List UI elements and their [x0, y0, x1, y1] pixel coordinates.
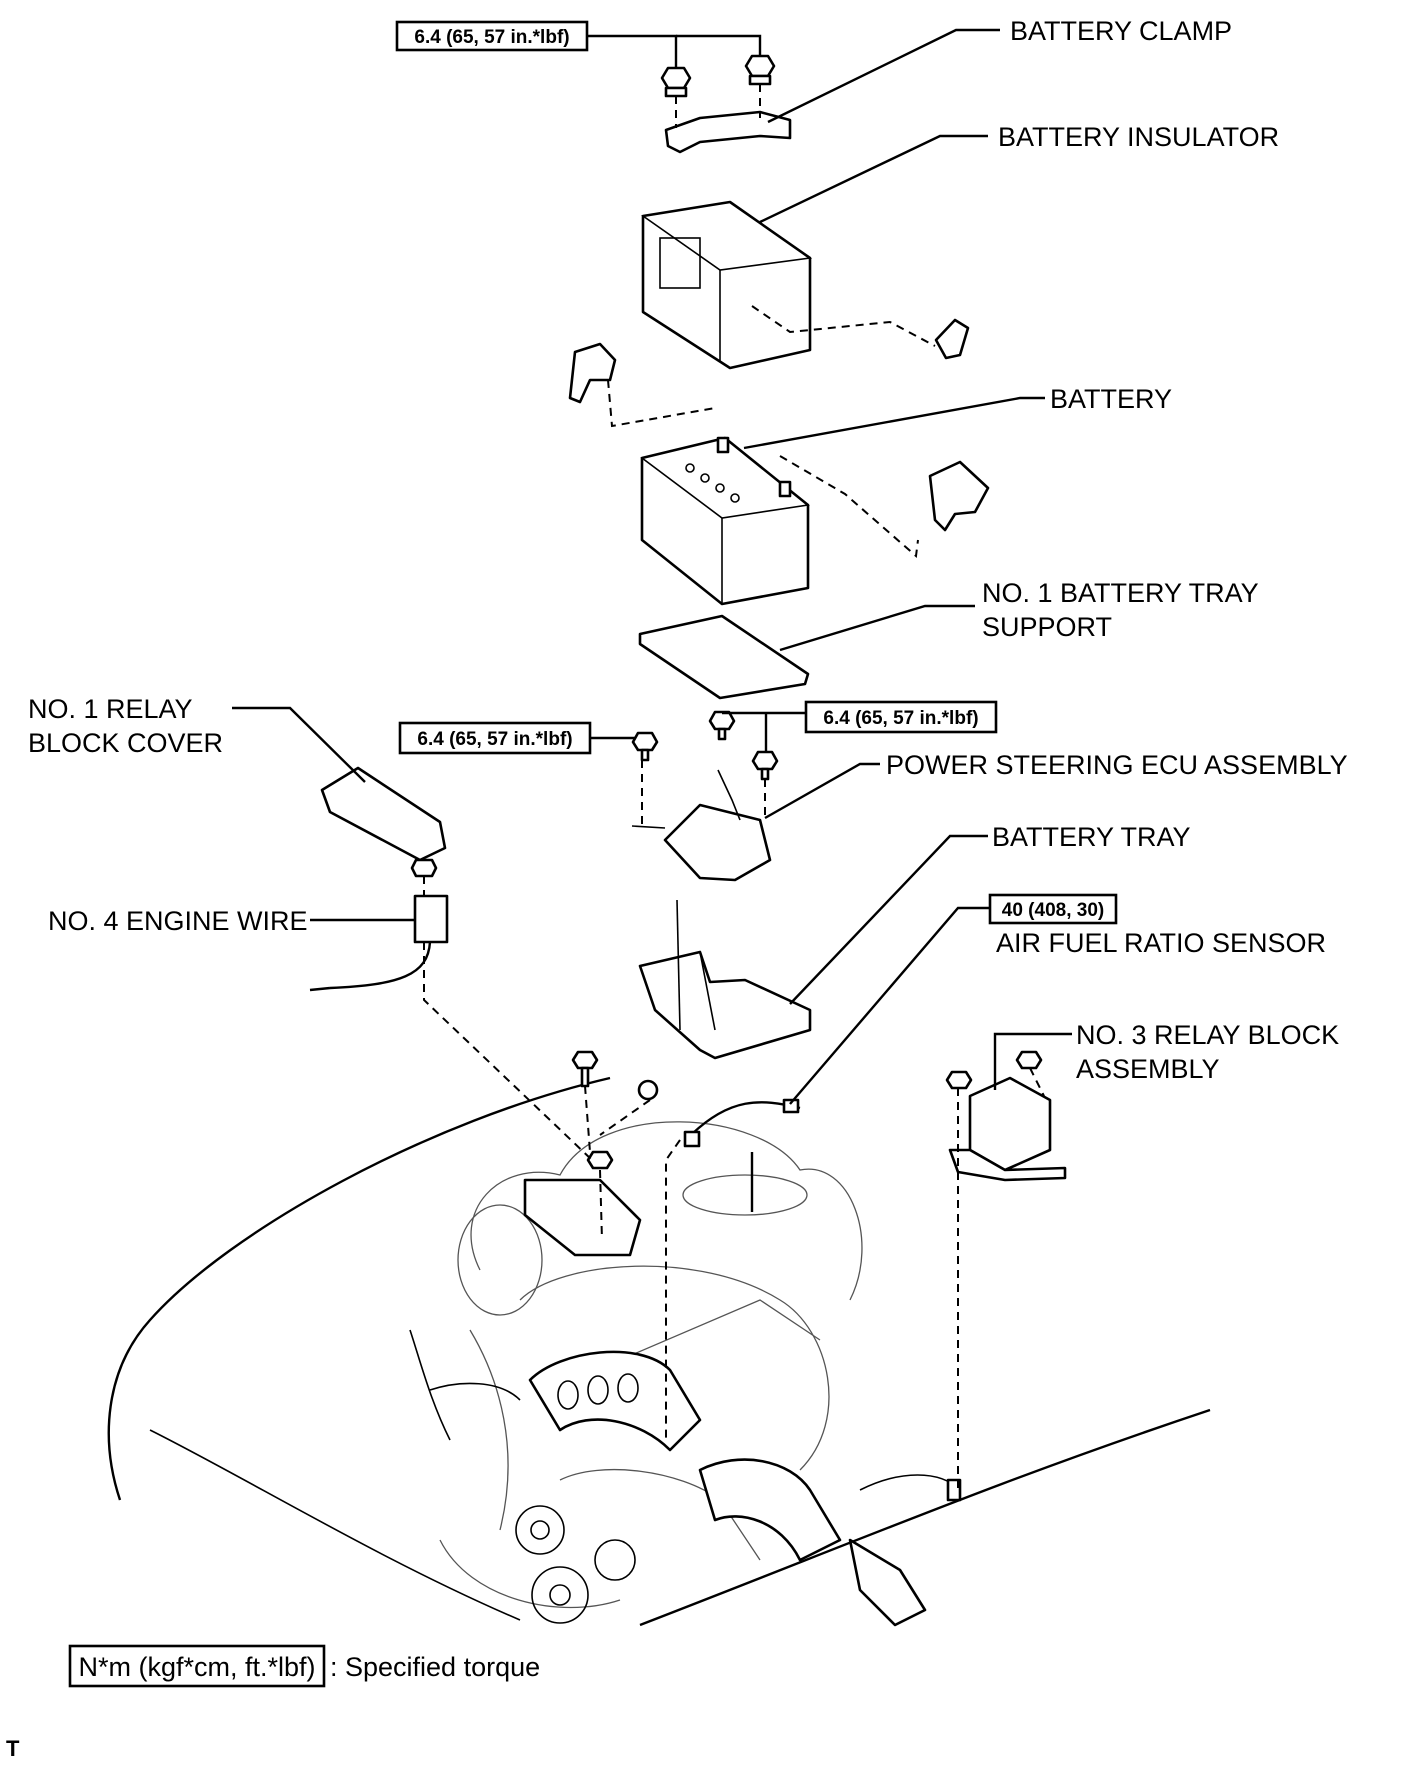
positive-terminal-cover: [928, 460, 990, 532]
engine-compartment-drawing: [107, 1076, 1211, 1627]
torque-spec-clamp: 6.4 (65, 57 in.*lbf): [395, 20, 589, 52]
clamp-nut-left: [660, 66, 692, 98]
label-relay-cover-line2: BLOCK COVER: [28, 728, 223, 758]
engine-wire-part: [309, 858, 449, 992]
label-battery-insulator: BATTERY INSULATOR: [998, 122, 1279, 152]
label-relay-block-line1: NO. 3 RELAY BLOCK: [1076, 1020, 1339, 1050]
torque-spec-af-sensor: 40 (408, 30): [988, 893, 1118, 925]
label-battery-clamp: BATTERY CLAMP: [1010, 16, 1232, 46]
af-sensor-part: [683, 1098, 801, 1148]
insulator-side-connector: [934, 318, 970, 360]
ecu-bolt-left: [631, 731, 659, 762]
relay-block-assembly-part: [945, 1050, 1067, 1182]
battery-insulator-part: [640, 200, 813, 370]
battery-part: [640, 436, 810, 606]
legend-unit-box: N*m (kgf*cm, ft.*lbf): [78, 1652, 315, 1682]
ecu-bolt-center: [708, 710, 736, 741]
torque-value-af-sensor: 40 (408, 30): [1002, 900, 1104, 921]
battery-tray-part: [638, 899, 812, 1060]
power-steering-ecu-part: [631, 769, 772, 882]
torque-spec-ecu-left: 6.4 (65, 57 in.*lbf): [398, 721, 592, 755]
assembly-dashed-lines: [423, 84, 1045, 1494]
battery-clamp-part: [664, 110, 792, 154]
torque-spec-ecu-right: 6.4 (65, 57 in.*lbf): [804, 700, 998, 734]
torque-value-ecu-right: 6.4 (65, 57 in.*lbf): [823, 708, 978, 729]
negative-terminal-clamp: [568, 342, 617, 404]
tray-support-part: [638, 614, 810, 700]
torque-value-clamp: 6.4 (65, 57 in.*lbf): [414, 27, 569, 48]
label-relay-block-line2: ASSEMBLY: [1076, 1054, 1220, 1084]
clamp-nut-right: [744, 54, 776, 86]
label-relay-cover-line1: NO. 1 RELAY: [28, 694, 193, 724]
engine-bracket-bolts: [571, 1050, 659, 1170]
label-tray-support-line1: NO. 1 BATTERY TRAY: [982, 578, 1259, 608]
corner-mark: T: [6, 1736, 20, 1761]
label-tray-support-line2: SUPPORT: [982, 612, 1112, 642]
label-battery-tray: BATTERY TRAY: [992, 822, 1191, 852]
label-af-sensor: AIR FUEL RATIO SENSOR: [996, 928, 1326, 958]
label-battery: BATTERY: [1050, 384, 1172, 414]
torque-legend: N*m (kgf*cm, ft.*lbf) : Specified torque: [68, 1644, 540, 1688]
label-engine-wire: NO. 4 ENGINE WIRE: [48, 906, 308, 936]
leader-lines: [232, 28, 1072, 1105]
torque-value-ecu-left: 6.4 (65, 57 in.*lbf): [417, 729, 572, 750]
legend-description: : Specified torque: [330, 1652, 540, 1682]
ecu-bolt-right: [751, 750, 779, 781]
label-ps-ecu: POWER STEERING ECU ASSEMBLY: [886, 750, 1348, 780]
relay-block-cover-part: [320, 766, 447, 862]
